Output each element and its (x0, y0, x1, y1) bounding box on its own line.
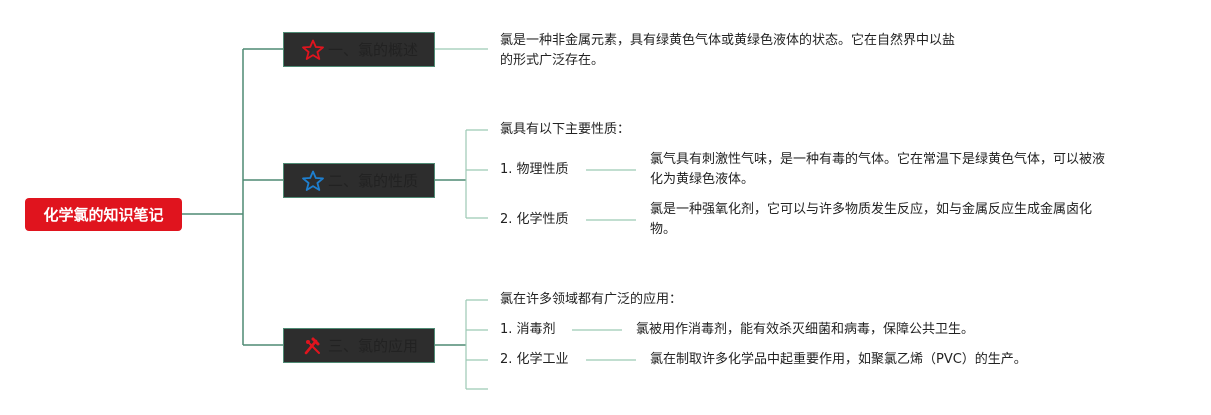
star-outline-icon (300, 39, 326, 61)
physical-property-label[interactable]: 1. 物理性质 (500, 162, 569, 177)
chemical-property-label[interactable]: 2. 化学性质 (500, 212, 569, 227)
physical-property-desc: 氯气具有刺激性气味，是一种有毒的气体。它在常温下是绿黄色气体，可以被液 化为黄绿… (650, 150, 1105, 190)
overview-line: 氯是一种非金属元素，具有绿黄色气体或黄绿色液体的状态。它在自然界中以盐 (500, 33, 956, 48)
tools-icon (300, 335, 326, 357)
branch-properties[interactable]: 二、氯的性质 (283, 163, 435, 198)
disinfectant-label[interactable]: 1. 消毒剂 (500, 322, 556, 337)
overview-text: 氯是一种非金属元素，具有绿黄色气体或黄绿色液体的状态。它在自然界中以盐 的形式广… (500, 31, 955, 71)
overview-line: 的形式广泛存在。 (500, 53, 605, 68)
branch-label: 二、氯的性质 (327, 172, 418, 190)
desc-line: 物。 (650, 222, 677, 237)
applications-intro: 氯在许多领域都有广泛的应用： (500, 292, 683, 307)
disinfectant-desc: 氯被用作消毒剂，能有效杀灭细菌和病毒，保障公共卫生。 (636, 322, 975, 337)
branch-applications[interactable]: 三、氯的应用 (283, 328, 435, 363)
properties-intro: 氯具有以下主要性质： (500, 122, 631, 137)
chemical-industry-label[interactable]: 2. 化学工业 (500, 352, 569, 367)
star-outline-icon (300, 170, 326, 192)
desc-line: 氯气具有刺激性气味，是一种有毒的气体。它在常温下是绿黄色气体，可以被液 (650, 152, 1106, 167)
desc-line: 化为黄绿色液体。 (650, 172, 755, 187)
branch-label: 三、氯的应用 (327, 337, 418, 355)
chemical-industry-desc: 氯在制取许多化学品中起重要作用，如聚氯乙烯（PVC）的生产。 (650, 352, 1027, 367)
root-title: 化学氯的知识笔记 (43, 206, 164, 224)
desc-line: 氯是一种强氧化剂，它可以与许多物质发生反应，如与金属反应生成金属卤化 (650, 202, 1093, 217)
branch-label: 一、氯的概述 (327, 41, 418, 59)
branch-overview[interactable]: 一、氯的概述 (283, 32, 435, 67)
root-topic[interactable]: 化学氯的知识笔记 (25, 198, 182, 231)
chemical-property-desc: 氯是一种强氧化剂，它可以与许多物质发生反应，如与金属反应生成金属卤化 物。 (650, 200, 1092, 240)
